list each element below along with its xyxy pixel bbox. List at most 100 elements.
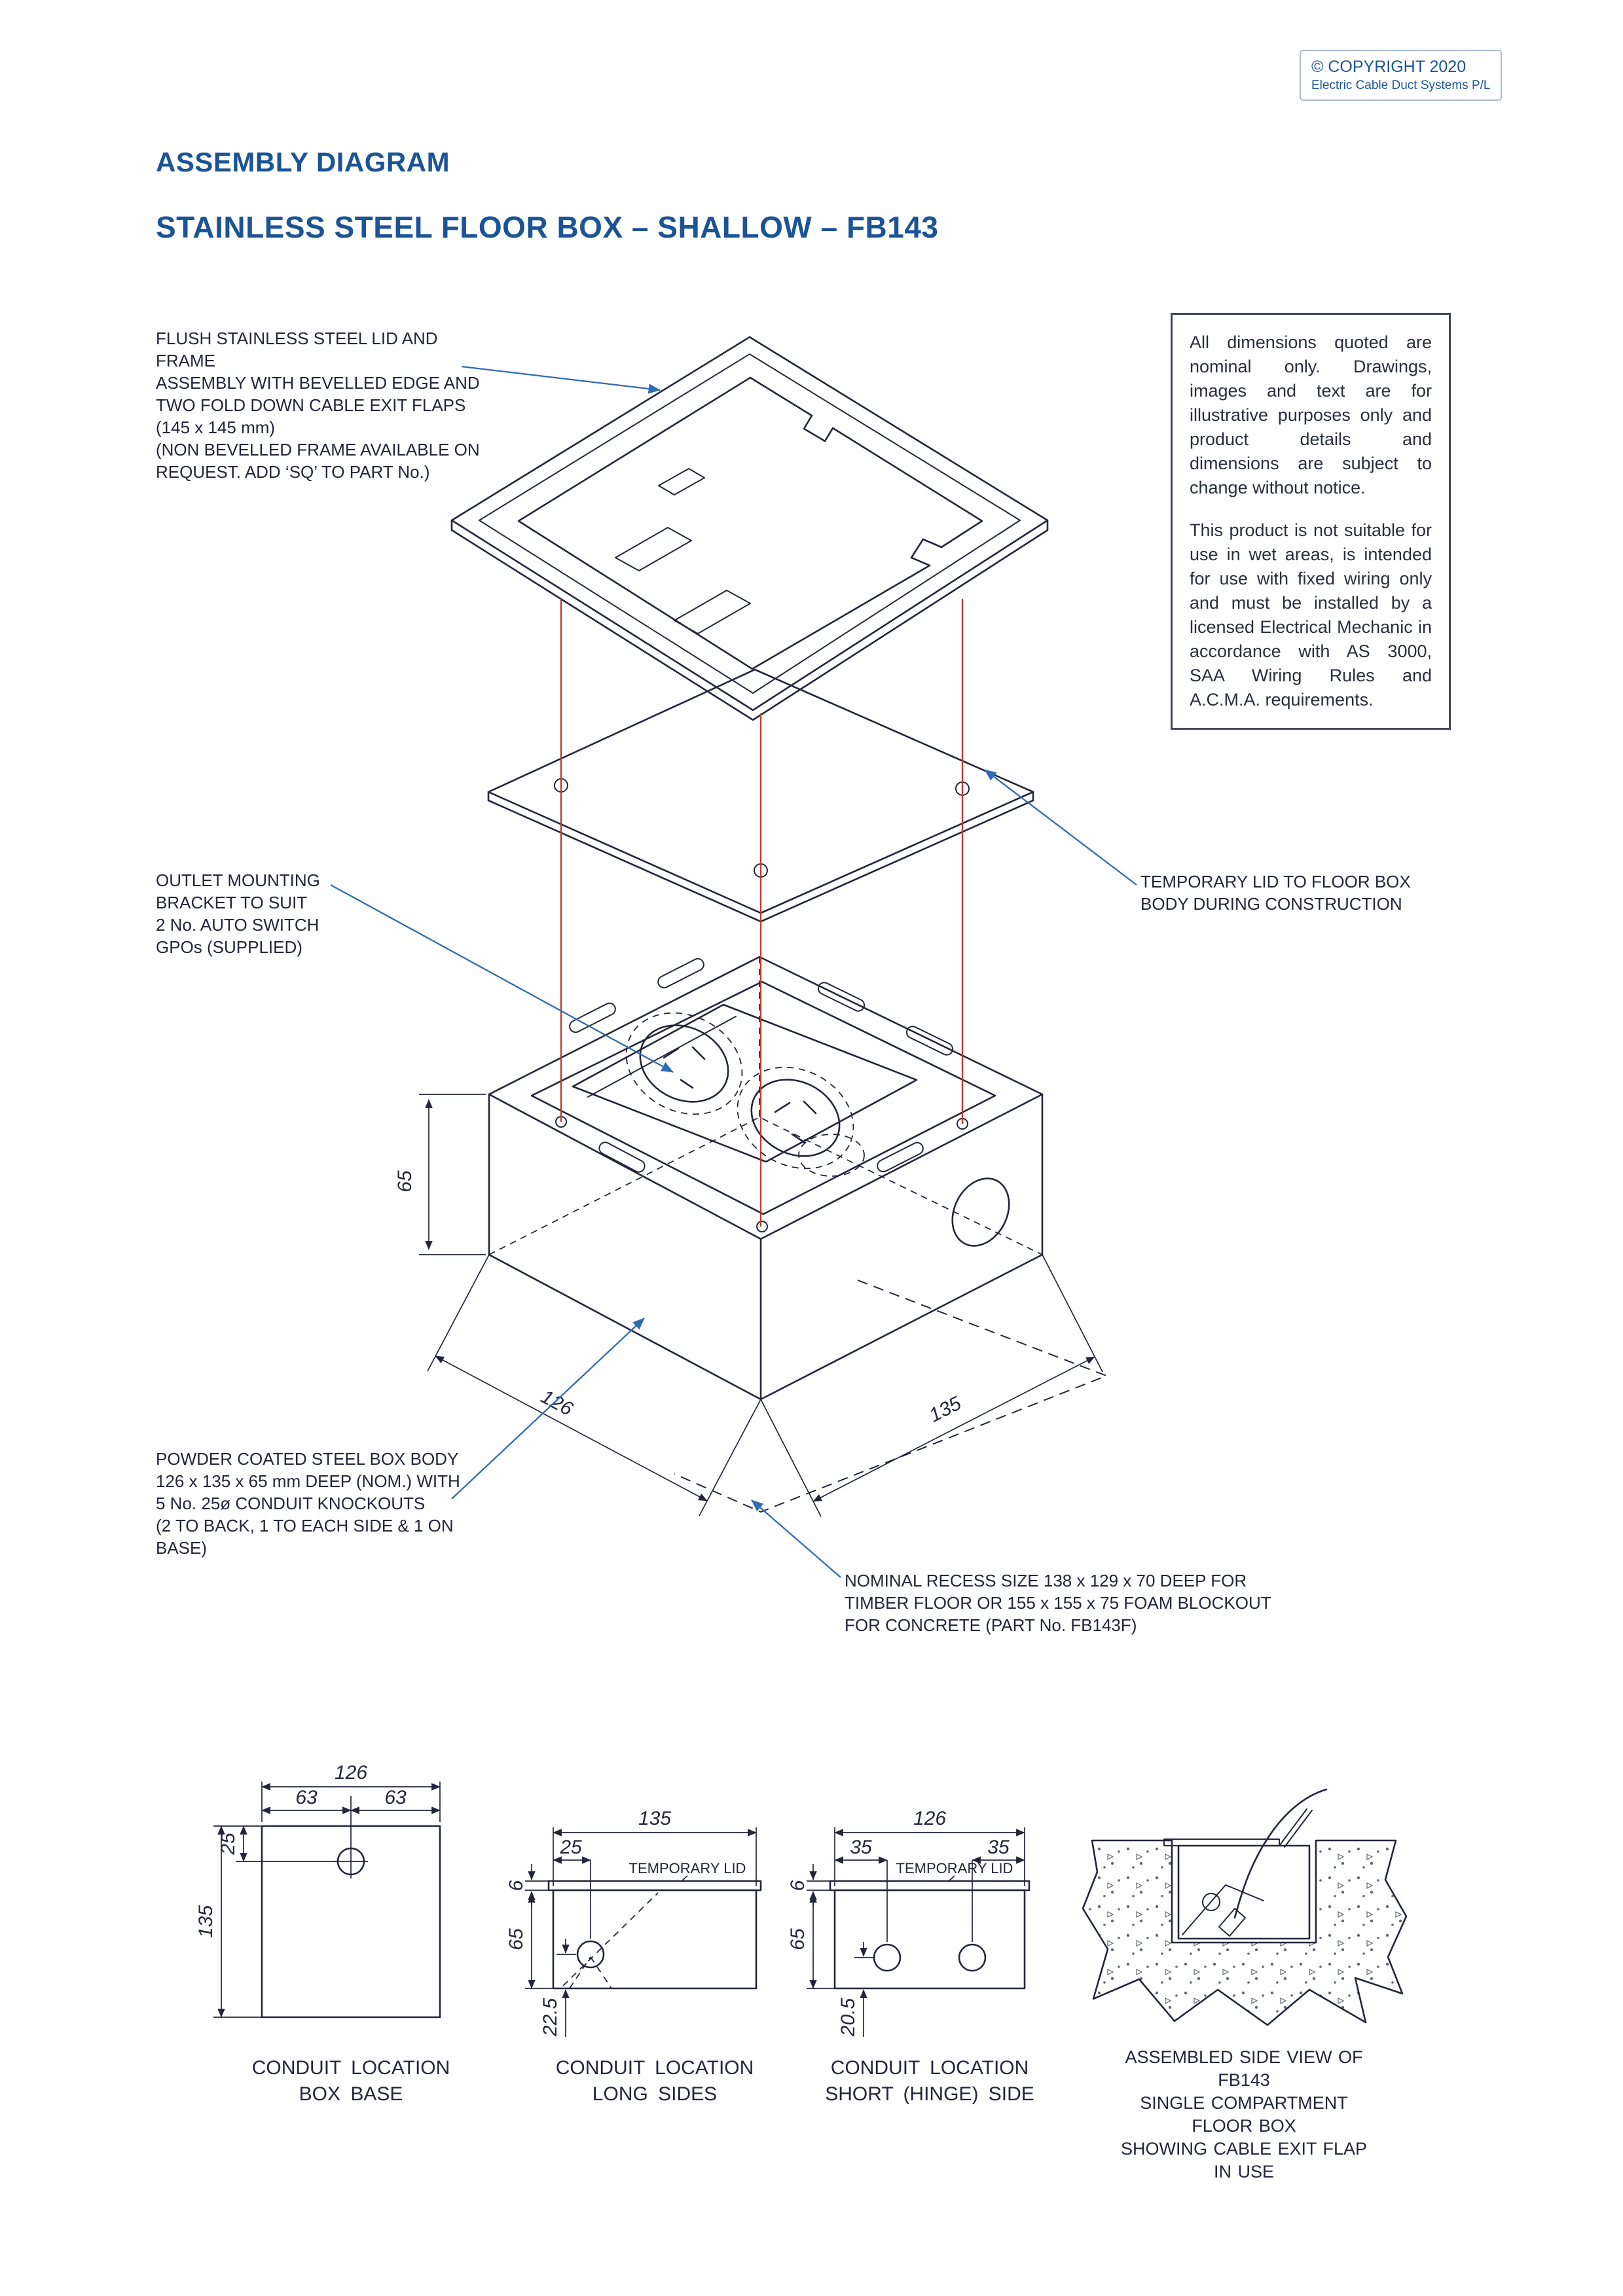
leader-lines bbox=[330, 365, 1137, 1578]
caption-box-base: CONDUIT LOCATION BOX BASE bbox=[251, 2057, 450, 2105]
view-assembled bbox=[1082, 1788, 1408, 2026]
short-dim-text-6: 6 bbox=[787, 1880, 809, 1891]
dim-text-width: 126 bbox=[538, 1386, 577, 1420]
frame-thickness bbox=[450, 519, 1049, 721]
short-body bbox=[833, 1889, 1026, 1990]
side-conduit-knockout bbox=[951, 1177, 1010, 1247]
annotation-temporary-lid: TEMPORARY LID TO FLOOR BOX BODY DURING C… bbox=[1140, 872, 1411, 914]
gpo-outlet-1 bbox=[639, 1024, 729, 1103]
fixing-slot bbox=[657, 958, 704, 989]
box-hidden-edges bbox=[488, 957, 1043, 1255]
fixing-slot bbox=[877, 1141, 924, 1173]
dim-text-length: 135 bbox=[926, 1392, 965, 1426]
fixing-slot bbox=[905, 1026, 954, 1056]
annotation-recess: NOMINAL RECESS SIZE 138 x 129 x 70 DEEP … bbox=[845, 1571, 1271, 1635]
long-temp-lid bbox=[547, 1880, 762, 1892]
base-dim-text-126: 126 bbox=[335, 1762, 367, 1784]
long-dim-text-25: 25 bbox=[559, 1837, 582, 1858]
fixing-slot bbox=[817, 982, 866, 1012]
short-ext-35 bbox=[886, 1860, 973, 1942]
long-dim-text-6: 6 bbox=[505, 1880, 527, 1891]
long-flap-dashes bbox=[562, 1892, 659, 1989]
annotation-outlet-bracket: OUTLET MOUNTING BRACKET TO SUIT 2 No. AU… bbox=[156, 870, 320, 957]
gpo-outlet-2 bbox=[750, 1079, 841, 1157]
leader-outlet-bracket bbox=[330, 884, 674, 1073]
fixing-slot bbox=[569, 1002, 616, 1033]
leader-box-body bbox=[451, 1318, 645, 1499]
rim-fixing-slots bbox=[555, 958, 968, 1232]
disclaimer-para2: This product is not suitable for use in … bbox=[1190, 520, 1432, 709]
assembled-lid bbox=[1163, 1839, 1280, 1846]
copyright-box: © COPYRIGHT 2020 Electric Cable Duct Sys… bbox=[1300, 50, 1503, 101]
long-ext-left bbox=[525, 1880, 553, 1989]
short-temp-lid bbox=[829, 1880, 1030, 1892]
rim-screw-hole bbox=[756, 1221, 768, 1232]
disclaimer-box: All dimensions quoted are nominal only. … bbox=[1171, 313, 1451, 730]
short-conduit-hole-2 bbox=[958, 1943, 987, 1972]
copyright-line2: Electric Cable Duct Systems P/L bbox=[1311, 79, 1491, 92]
internal-gpo bbox=[1202, 1893, 1220, 1911]
box-body bbox=[488, 956, 1044, 1401]
gpo-pin-slots-2 bbox=[774, 1100, 817, 1143]
dim-text-depth: 65 bbox=[394, 1170, 416, 1193]
long-label-tick bbox=[680, 1875, 688, 1882]
cable-exit-flap-1 bbox=[615, 527, 692, 571]
lid-latch-cutout bbox=[658, 468, 705, 495]
short-temp-lid-label: TEMPORARY LID bbox=[896, 1860, 1013, 1876]
long-conduit-hole bbox=[576, 1940, 605, 1969]
dim-line-135 bbox=[812, 1356, 1095, 1502]
base-dim-text-63L: 63 bbox=[295, 1787, 318, 1808]
caption-assembled-view: ASSEMBLED SIDE VIEW OF FB143 SINGLE COMP… bbox=[1120, 2047, 1368, 2181]
frame-outer-edge bbox=[450, 336, 1049, 711]
cable bbox=[1233, 1788, 1328, 1919]
concrete-section bbox=[1082, 1839, 1408, 2026]
dim-ext-126 bbox=[427, 1254, 761, 1516]
short-conduit-hole-1 bbox=[873, 1943, 902, 1972]
view-long-sides: 135 25 TEMPORARY LID 6 65 22.5 bbox=[505, 1808, 762, 2037]
bracket-hole-dashed-1 bbox=[625, 1012, 743, 1115]
page-title: ASSEMBLY DIAGRAM bbox=[156, 147, 450, 177]
bracket-fold bbox=[587, 1016, 737, 1098]
long-body bbox=[552, 1889, 757, 1990]
leader-temporary-lid bbox=[984, 769, 1137, 886]
short-dim-text-205: 20.5 bbox=[837, 1998, 859, 2037]
short-dim-text-126: 126 bbox=[913, 1808, 946, 1829]
base-dim-text-25: 25 bbox=[217, 1833, 239, 1856]
product-title: STAINLESS STEEL FLOOR BOX – SHALLOW – FB… bbox=[156, 210, 939, 244]
exploded-view: 65 126 135 bbox=[330, 336, 1137, 1578]
dim-ext-135 bbox=[760, 1254, 1103, 1517]
frame-bevel-edge bbox=[479, 353, 1021, 694]
lid-plate bbox=[517, 376, 983, 670]
copyright-line1: © COPYRIGHT 2020 bbox=[1311, 58, 1467, 76]
internal-bracket bbox=[1182, 1884, 1264, 1935]
dim-line-126 bbox=[435, 1355, 708, 1501]
fixing-slot bbox=[598, 1141, 646, 1173]
caption-long-sides: CONDUIT LOCATION LONG SIDES bbox=[555, 2057, 754, 2105]
short-dim-text-35L: 35 bbox=[850, 1837, 872, 1858]
projection-lines bbox=[560, 599, 964, 1227]
open-exit-flap bbox=[1279, 1808, 1313, 1848]
recess-outline-dashed bbox=[674, 1280, 1108, 1513]
base-knockout-dashed bbox=[798, 1134, 865, 1177]
long-dim-text-135: 135 bbox=[638, 1808, 671, 1829]
base-dim-text-63R: 63 bbox=[384, 1787, 407, 1808]
long-temp-lid-label: TEMPORARY LID bbox=[629, 1860, 746, 1876]
disclaimer-para1: All dimensions quoted are nominal only. … bbox=[1190, 332, 1432, 497]
short-dim-text-65: 65 bbox=[787, 1928, 809, 1950]
lid-frame-assembly bbox=[450, 336, 1049, 721]
short-dim-text-35R: 35 bbox=[987, 1837, 1010, 1858]
long-dim-text-65: 65 bbox=[505, 1928, 527, 1950]
leader-lid bbox=[461, 365, 661, 394]
cable-exit-flap-2 bbox=[674, 590, 751, 634]
view-box-base: 126 63 63 25 135 bbox=[195, 1762, 441, 2018]
bracket-hole-dashed-2 bbox=[737, 1066, 854, 1170]
view-short-side: 126 35 35 TEMPORARY LID 6 65 20.5 bbox=[787, 1808, 1030, 2037]
box-opening bbox=[530, 980, 996, 1215]
long-ext-135 bbox=[553, 1827, 757, 1886]
base-dim-text-135: 135 bbox=[195, 1905, 217, 1938]
short-ext-left bbox=[807, 1880, 835, 1989]
annotation-lid-frame: FLUSH STAINLESS STEEL LID AND FRAME ASSE… bbox=[156, 329, 480, 482]
gpo-pin-slots-1 bbox=[663, 1046, 706, 1089]
